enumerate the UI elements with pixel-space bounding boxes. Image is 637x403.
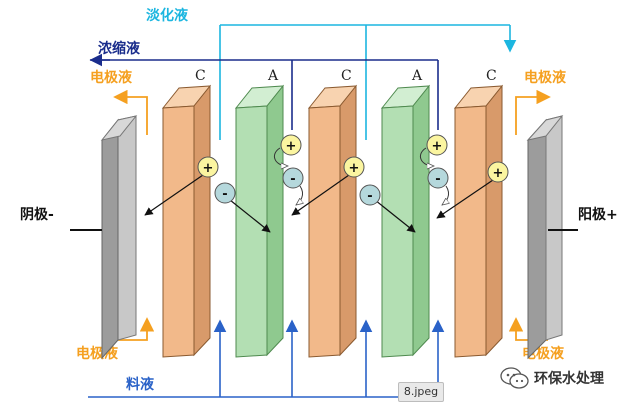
electrode-rinse-label-top-right: 电极液 [524, 69, 567, 86]
membrane-1-label: C [195, 68, 206, 84]
ion-sign: + [286, 139, 297, 154]
membrane-2-label: A [267, 68, 279, 84]
anode-plate [526, 115, 564, 360]
concentrate-outlet-lines [89, 53, 439, 130]
cation-ion: + [343, 156, 365, 178]
ion-sign: + [349, 161, 360, 176]
membrane-1-cation [161, 84, 212, 358]
ion-sign: - [367, 189, 372, 204]
anion-ion: - [214, 182, 236, 204]
ion-migration-arrows [144, 174, 494, 233]
membrane-4-anion [380, 84, 431, 358]
cation-ion: + [426, 134, 448, 156]
watermark-text: 环保水处理 [534, 371, 604, 387]
watermark: 环保水处理 [500, 367, 604, 389]
ion-sign: + [432, 139, 443, 154]
membrane-3-cation [307, 84, 358, 358]
feed-label: 料液 [126, 376, 155, 393]
electrode-rinse-label-bottom-left: 电极液 [76, 345, 119, 362]
cathode-plate [100, 115, 138, 360]
cation-ion: + [280, 134, 302, 156]
cathode-label: 阴极- [20, 206, 54, 223]
dilute-outlet-lines [219, 24, 517, 140]
cation-ion: + [487, 161, 509, 183]
file-name-badge: 8.jpeg [398, 382, 444, 402]
anion-ion: - [427, 167, 449, 189]
blocked-ion-arrows [273, 147, 448, 205]
membrane-5-label: C [486, 68, 497, 84]
membrane-3-label: C [341, 68, 352, 84]
anode-label: 阳极+ [578, 206, 618, 223]
membrane-2-anion [234, 84, 285, 358]
cation-ion: + [197, 156, 219, 178]
electrode-rinse-label-top-left: 电极液 [90, 69, 133, 86]
ion-sign: - [222, 187, 227, 202]
wechat-icon [500, 367, 529, 389]
membrane-5-cation [453, 84, 504, 358]
ion-sign: + [493, 166, 504, 181]
anion-ion: - [282, 167, 304, 189]
membrane-4-label: A [411, 68, 423, 84]
ion-sign: - [435, 172, 440, 187]
feed-inlet-lines [88, 319, 445, 398]
concentrate-label: 浓缩液 [98, 40, 141, 57]
dilute-label: 淡化液 [146, 7, 189, 24]
anion-ion: - [359, 184, 381, 206]
ion-sign: - [290, 172, 295, 187]
ion-sign: + [203, 161, 214, 176]
